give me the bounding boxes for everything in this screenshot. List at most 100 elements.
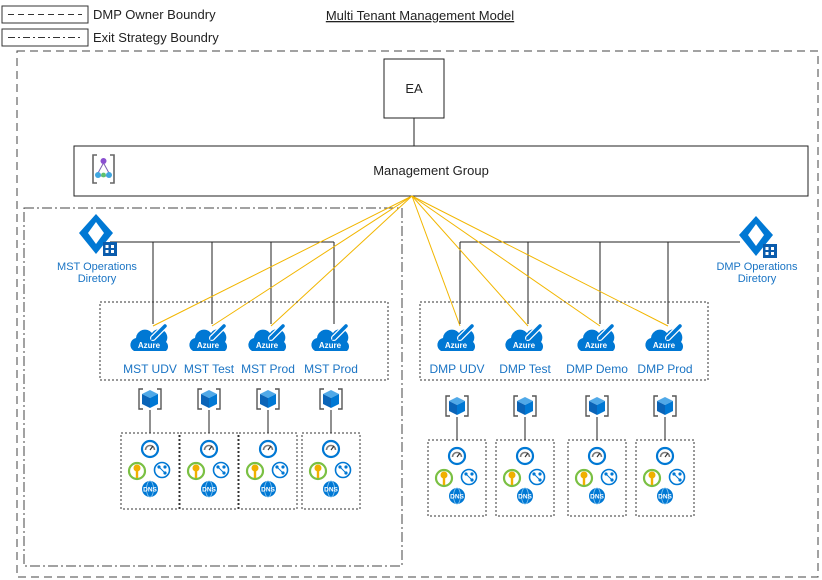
azure-badge-text: Azure [256,341,279,350]
legend-swatch-owner [1,5,89,24]
management-group-fan [152,195,669,327]
resource-box-border [301,432,361,510]
resource-box: DNS [238,432,298,510]
fan-link [411,195,529,327]
resource-box-border [238,432,298,510]
virtual-network-icon [153,461,171,479]
resource-box-border [495,439,555,517]
dns-zone-icon: DNS [657,487,673,505]
dns-zone-icon: DNS [589,487,605,505]
dmp-directory-label-line1: DMP Operations [716,261,798,273]
management-group-box [73,145,809,197]
azure-subscription-icon: Azure [437,323,476,351]
mst-directory-icon [79,214,117,256]
directory-connectors [110,241,740,324]
azure-subscription-icon: Azure [505,323,544,351]
legend: DMP Owner Boundry Exit Strategy Boundry [1,5,219,47]
azure-badge-text: Azure [653,341,676,350]
resource-box-border [120,432,180,510]
dns-label: DNS [658,494,672,501]
dns-zone-icon: DNS [517,487,533,505]
dns-label: DNS [202,487,216,494]
mst-directory-label-line2: Diretory [78,273,117,285]
virtual-network-icon [600,468,618,486]
key-vault-icon [245,461,265,481]
monitor-gauge-icon [655,446,675,466]
resource-group-cube-icon [138,388,162,410]
ea-label: EA [405,81,423,96]
ea-box [383,58,445,119]
resource-box-border [179,432,239,510]
fan-link [270,195,413,327]
key-vault-icon [434,468,454,488]
dmp-owner-boundary [16,50,819,578]
subscription-label: MST Test [184,362,235,376]
virtual-network-icon [528,468,546,486]
azure-badge-text: Azure [138,341,161,350]
resource-box-border [567,439,627,517]
legend-swatch-exit [1,28,89,47]
mst-directory-label-line1: MST Operations [57,261,137,273]
resource-box-border [427,439,487,517]
dns-zone-icon: DNS [449,487,465,505]
management-group-label: Management Group [373,163,489,178]
dns-zone-icon: DNS [260,480,276,498]
dmp-subscriptions-box [419,301,709,381]
resource-group-cube-icon [445,395,469,417]
azure-badge-text: Azure [197,341,220,350]
dmp-directory-icon [739,216,777,258]
virtual-network-icon [668,468,686,486]
resource-group-cube-icon [653,395,677,417]
subscription-label: MST UDV [123,362,177,376]
azure-subscription-icon: Azure [130,323,169,351]
subscription-label: MST Prod [241,362,295,376]
subscription-label: DMP Demo [566,362,628,376]
azure-subscription-icon: Azure [311,323,350,351]
resource-box: DNS [635,439,695,517]
subscription-label: DMP UDV [429,362,484,376]
dns-zone-icon: DNS [142,480,158,498]
key-vault-icon [642,468,662,488]
monitor-gauge-icon [447,446,467,466]
azure-subscription-icon: Azure [189,323,228,351]
fan-link [211,195,413,327]
key-vault-icon [574,468,594,488]
azure-badge-text: Azure [319,341,342,350]
subscription-label: DMP Test [499,362,551,376]
dns-zone-icon: DNS [323,480,339,498]
resource-group-cube-icon [513,395,537,417]
key-vault-icon [308,461,328,481]
azure-badge-text: Azure [585,341,608,350]
resource-group-cube-icon [256,388,280,410]
virtual-network-icon [271,461,289,479]
dns-label: DNS [518,494,532,501]
subscription-label: DMP Prod [637,362,692,376]
key-vault-icon [127,461,147,481]
dns-label: DNS [143,487,157,494]
resource-box: DNS [567,439,627,517]
legend-label-owner: DMP Owner Boundry [93,7,216,22]
fan-link [411,195,669,327]
dns-label: DNS [324,487,338,494]
resource-group-cube-icon [197,388,221,410]
subscription-label: MST Prod [304,362,358,376]
dns-zone-icon: DNS [201,480,217,498]
key-vault-icon [186,461,206,481]
resource-group-cube-icon [319,388,343,410]
dmp-directory-label-line2: Diretory [738,273,777,285]
monitor-gauge-icon [321,439,341,459]
monitor-gauge-icon [258,439,278,459]
monitor-gauge-icon [199,439,219,459]
dns-label: DNS [261,487,275,494]
resource-box: DNS [301,432,361,510]
